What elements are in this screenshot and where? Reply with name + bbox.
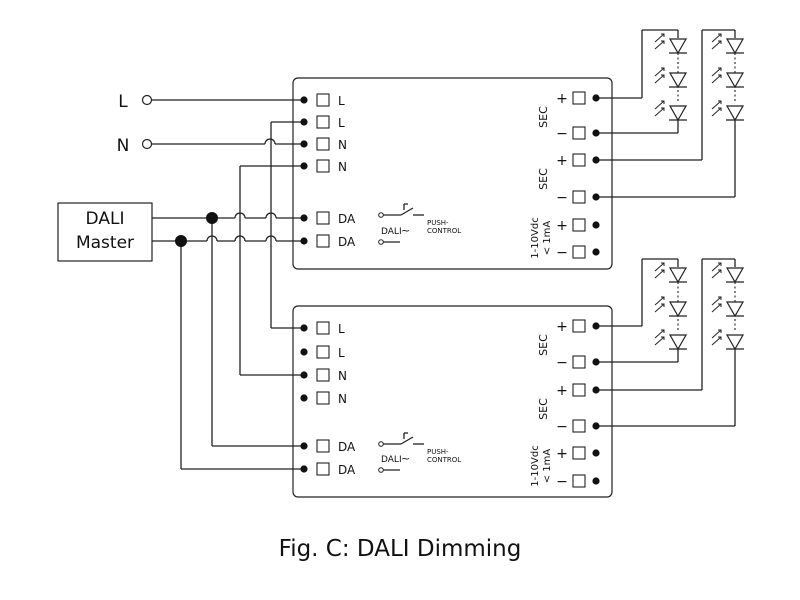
svg-text:SEC: SEC: [537, 398, 550, 420]
led-strings: [654, 33, 745, 350]
svg-text:+: +: [556, 91, 568, 107]
svg-text:N: N: [338, 160, 347, 174]
svg-text:< 1mA: < 1mA: [542, 221, 553, 256]
svg-text:−: −: [556, 245, 568, 261]
svg-text:SEC: SEC: [537, 334, 550, 356]
dali-master-label-2: Master: [76, 233, 134, 253]
svg-text:+: +: [556, 218, 568, 234]
svg-text:CONTROL: CONTROL: [427, 456, 461, 464]
svg-text:L: L: [338, 94, 345, 108]
svg-text:DA: DA: [338, 212, 356, 226]
svg-text:−: −: [556, 126, 568, 142]
svg-text:L: L: [338, 346, 345, 360]
neutral-terminal: [141, 138, 153, 150]
svg-text:+: +: [556, 446, 568, 462]
svg-text:1-10Vdc: 1-10Vdc: [530, 217, 541, 258]
dali-master-label-1: DALI: [86, 209, 125, 229]
driver-2-outputs: SEC SEC 1-10Vdc < 1mA + − + − + −: [530, 319, 600, 490]
svg-text:DA: DA: [338, 463, 356, 477]
svg-text:SEC: SEC: [537, 168, 550, 190]
line-terminal: [141, 94, 153, 106]
svg-text:PUSH-: PUSH-: [427, 448, 449, 456]
svg-text:+: +: [556, 383, 568, 399]
output-wiring: [596, 29, 736, 427]
svg-text:−: −: [556, 355, 568, 371]
driver-2-inputs: L L N N DA DA: [300, 321, 356, 477]
input-wiring: [152, 99, 304, 470]
driver-1-outputs: SEC SEC 1-10Vdc < 1mA + − + − + −: [530, 91, 600, 261]
figure-caption: Fig. C: DALI Dimming: [278, 536, 522, 562]
svg-text:+: +: [556, 153, 568, 169]
svg-text:L: L: [338, 322, 345, 336]
svg-text:DA: DA: [338, 235, 356, 249]
svg-text:N: N: [338, 369, 347, 383]
svg-text:1-10Vdc: 1-10Vdc: [530, 445, 541, 486]
svg-text:L: L: [338, 116, 345, 130]
driver-1-box: [292, 77, 613, 270]
svg-text:N: N: [338, 138, 347, 152]
neutral-label: N: [117, 136, 130, 156]
svg-text:DALI: DALI: [381, 455, 402, 465]
svg-text:−: −: [556, 190, 568, 206]
svg-text:PUSH-: PUSH-: [427, 219, 449, 227]
svg-text:DA: DA: [338, 440, 356, 454]
svg-text:SEC: SEC: [537, 106, 550, 128]
dali-master-box: [57, 202, 153, 262]
driver-2-box: [292, 305, 613, 498]
svg-text:N: N: [338, 392, 347, 406]
svg-text:DALI: DALI: [381, 227, 402, 237]
svg-text:~: ~: [401, 224, 410, 237]
driver-2-control-switch: DALI ~ PUSH- CONTROL: [378, 432, 461, 473]
svg-text:~: ~: [401, 452, 410, 465]
svg-text:< 1mA: < 1mA: [542, 449, 553, 484]
svg-text:+: +: [556, 319, 568, 335]
svg-text:CONTROL: CONTROL: [427, 227, 461, 235]
driver-1-control-switch: DALI ~ PUSH- CONTROL: [378, 203, 461, 245]
svg-text:−: −: [556, 474, 568, 490]
svg-text:−: −: [556, 419, 568, 435]
line-label: L: [118, 92, 128, 112]
driver-1-inputs: L L N N DA DA: [300, 93, 356, 249]
